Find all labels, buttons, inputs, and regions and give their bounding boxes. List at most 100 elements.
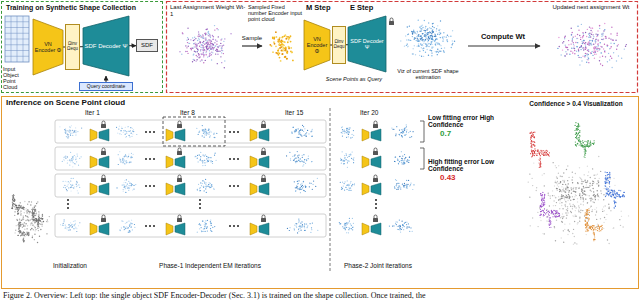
point: [207, 49, 208, 50]
point: [303, 126, 304, 127]
point: [401, 132, 402, 133]
ellipsis-dot: [233, 131, 235, 133]
point: [408, 39, 409, 40]
point: [297, 181, 298, 182]
point: [406, 184, 407, 185]
point: [403, 229, 404, 230]
point: [596, 39, 597, 40]
point: [420, 38, 421, 39]
point: [346, 130, 347, 131]
point: [214, 42, 215, 43]
point: [440, 37, 441, 38]
point: [205, 154, 206, 155]
point: [216, 49, 217, 50]
point: [209, 186, 210, 187]
point: [71, 185, 72, 186]
point: [203, 54, 204, 55]
point: [70, 152, 71, 153]
point: [128, 220, 129, 221]
point: [427, 32, 428, 33]
point: [585, 46, 586, 47]
mini-encoder: [250, 223, 257, 235]
point: [424, 34, 425, 35]
point: [298, 137, 299, 138]
point: [72, 156, 73, 157]
point: [302, 130, 303, 131]
point: [202, 125, 203, 126]
point: [396, 224, 397, 225]
point: [79, 158, 80, 159]
point: [297, 155, 298, 156]
point: [73, 178, 74, 179]
ellipsis-dot: [153, 131, 155, 133]
point: [277, 52, 279, 54]
point: [445, 36, 446, 37]
point: [41, 224, 42, 225]
point: [126, 226, 127, 227]
point: [300, 158, 301, 159]
point: [448, 36, 449, 37]
point: [209, 50, 210, 51]
ellipsis-dot: [229, 225, 231, 227]
point: [202, 130, 203, 131]
point: [269, 44, 271, 46]
point-cloud: [116, 179, 136, 193]
point: [122, 221, 123, 222]
point: [349, 220, 350, 221]
point: [65, 156, 66, 157]
point: [347, 157, 348, 158]
point: [592, 34, 593, 35]
point: [422, 25, 423, 26]
point: [564, 37, 565, 38]
point: [425, 52, 426, 53]
point: [419, 55, 420, 56]
lock-icon: [177, 175, 182, 182]
point: [349, 127, 350, 128]
point: [198, 154, 199, 155]
point: [416, 33, 417, 34]
point: [298, 219, 299, 220]
point: [217, 63, 218, 64]
point: [71, 125, 72, 126]
point: [72, 166, 73, 167]
point: [586, 61, 587, 62]
point-patch: [412, 29, 437, 40]
point: [204, 33, 205, 34]
lock-body: [101, 178, 106, 182]
point: [208, 130, 209, 131]
point-cloud: [59, 125, 82, 138]
point: [69, 227, 70, 228]
point: [119, 151, 120, 152]
point: [586, 53, 587, 54]
point: [598, 45, 599, 46]
point: [132, 128, 133, 129]
point: [125, 182, 126, 183]
point: [123, 226, 124, 227]
point: [203, 47, 204, 48]
point: [125, 227, 126, 228]
point: [348, 136, 349, 137]
point: [347, 180, 348, 181]
point: [202, 44, 203, 45]
point: [405, 222, 406, 223]
point: [610, 33, 611, 34]
point-cloud: [389, 219, 413, 232]
point: [564, 38, 565, 39]
point: [437, 49, 438, 50]
point: [399, 229, 400, 230]
ellipsis-dot: [149, 225, 151, 227]
point: [312, 136, 313, 137]
point: [293, 127, 294, 128]
point: [206, 187, 207, 188]
point: [575, 42, 576, 43]
point: [62, 181, 63, 182]
point: [300, 130, 301, 131]
point: [398, 185, 399, 186]
point: [412, 53, 413, 54]
point: [125, 134, 126, 135]
point: [121, 220, 122, 221]
point: [349, 131, 350, 132]
point: [204, 226, 205, 227]
point: [128, 187, 129, 188]
point: [342, 182, 343, 183]
